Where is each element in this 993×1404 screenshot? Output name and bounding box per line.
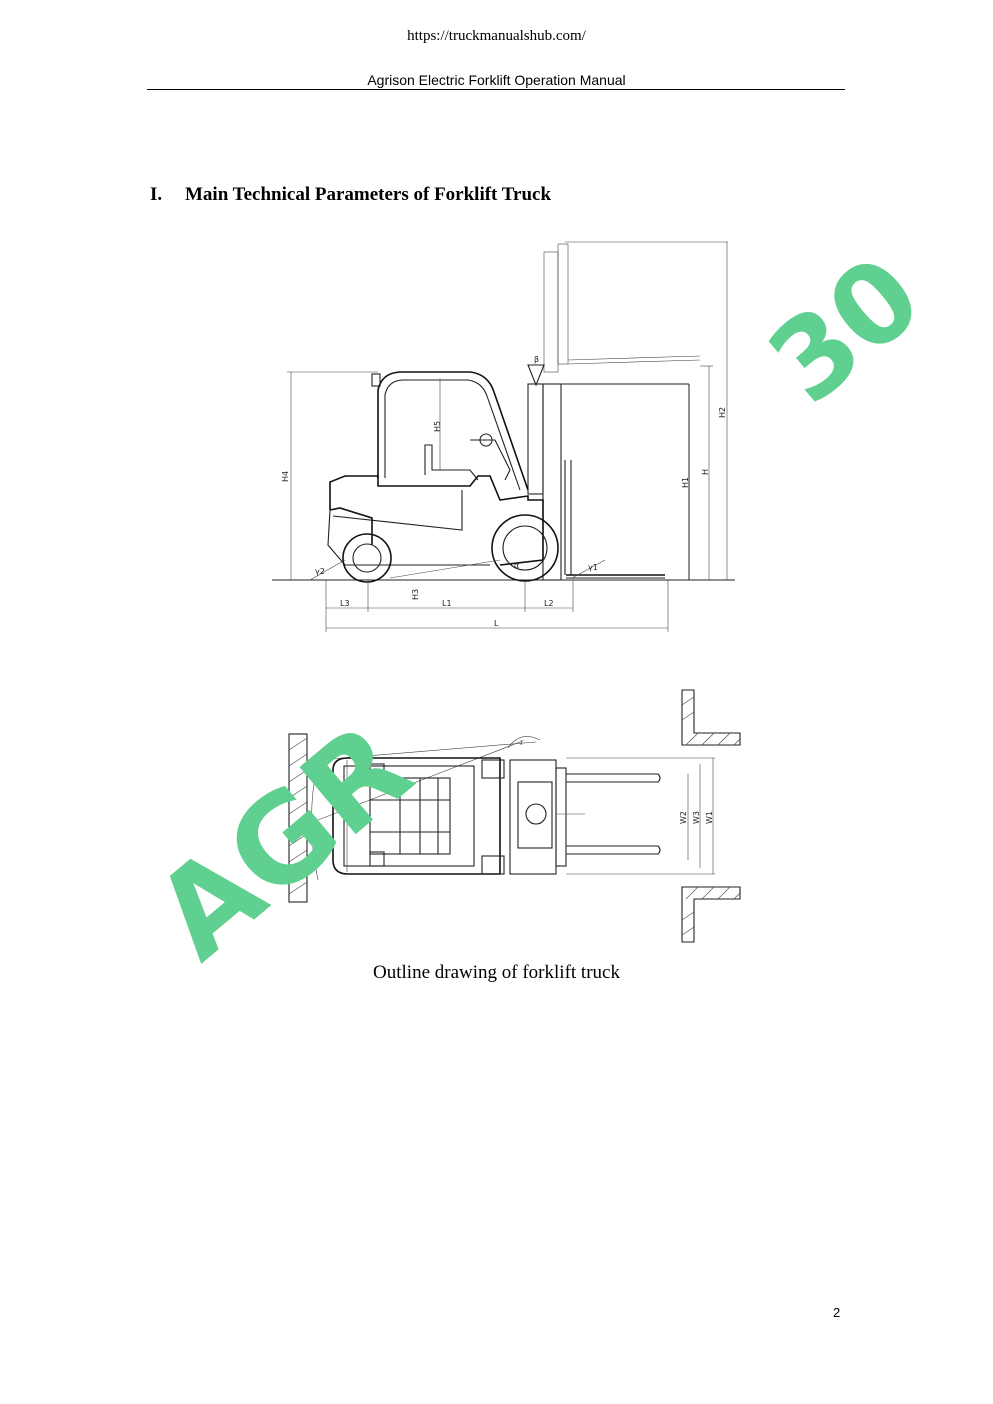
svg-text:W3: W3 xyxy=(692,811,701,824)
header-rule xyxy=(147,89,845,90)
running-header: Agrison Electric Forklift Operation Manu… xyxy=(367,72,626,88)
svg-text:L1: L1 xyxy=(442,599,452,608)
section-title: Main Technical Parameters of Forklift Tr… xyxy=(185,184,552,205)
svg-text:L3: L3 xyxy=(340,599,350,608)
svg-text:H2: H2 xyxy=(718,407,727,418)
figure-caption: Outline drawing of forklift truck xyxy=(373,962,620,983)
section-number: I. xyxy=(150,184,163,205)
svg-text:γ1: γ1 xyxy=(588,563,598,572)
source-url: https://truckmanualshub.com/ xyxy=(407,28,586,44)
top-view: W4 W2 W3 W1 r xyxy=(288,689,741,943)
side-view: H4 H5 H1 H H2 L3 H3 L1 L2 L α β γ1 γ2 xyxy=(272,241,735,632)
svg-text:W4: W4 xyxy=(347,807,356,820)
svg-text:γ2: γ2 xyxy=(315,567,325,576)
svg-text:r: r xyxy=(520,738,524,747)
svg-text:H1: H1 xyxy=(681,477,690,488)
svg-text:W2: W2 xyxy=(679,811,688,824)
svg-text:H4: H4 xyxy=(281,471,290,482)
svg-text:β: β xyxy=(534,355,539,364)
svg-text:H5: H5 xyxy=(433,421,442,432)
svg-text:H: H xyxy=(701,469,710,475)
svg-text:W1: W1 xyxy=(705,811,714,824)
svg-text:L: L xyxy=(494,619,499,628)
svg-text:H3: H3 xyxy=(411,589,420,600)
svg-text:L2: L2 xyxy=(544,599,554,608)
page-number: 2 xyxy=(833,1305,841,1320)
svg-text:α: α xyxy=(514,561,519,570)
section-heading: I. Main Technical Parameters of Forklift … xyxy=(150,184,551,206)
